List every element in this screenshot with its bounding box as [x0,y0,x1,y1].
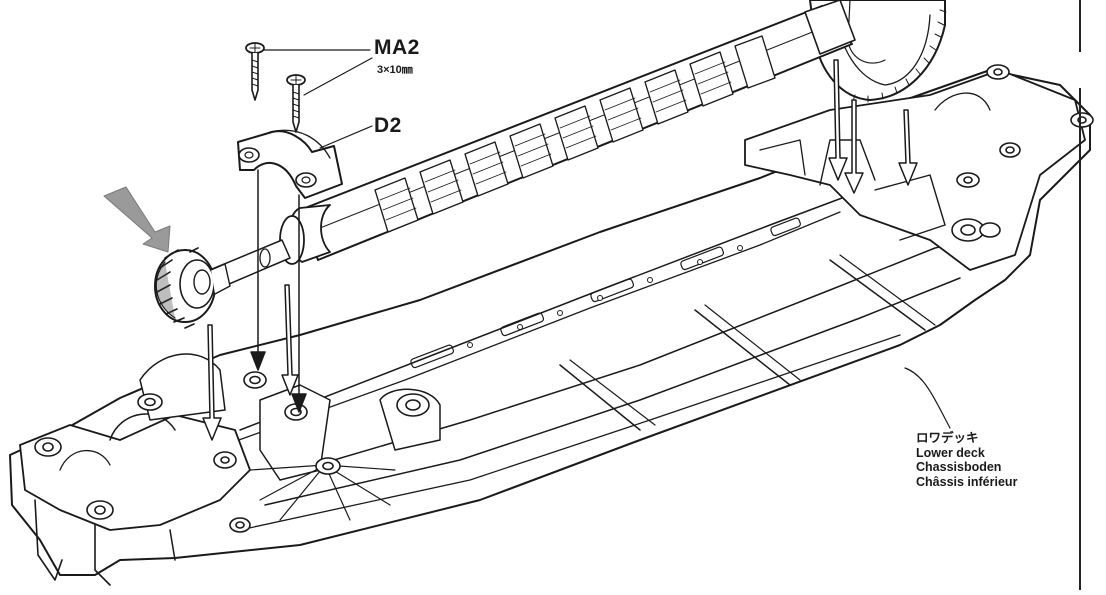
arrow-icon [202,324,222,441]
page-border-bottom [1079,88,1081,590]
screw-size-label: 3×10㎜ [377,64,413,76]
arrow-icon [291,194,307,413]
d2-holder [237,129,343,199]
arrow-icon [250,169,266,371]
part-code-label: D2 [374,114,402,137]
screw-code-label: MA2 [374,36,420,59]
hole-row [467,245,743,348]
shaft-segments [374,35,776,233]
lower-deck-label-en: Lower deck [916,445,985,460]
arrow-icon [844,99,864,194]
lower-deck-callout: ロワデッキ Lower deck Chassisboden Châssis in… [916,431,1017,489]
lower-deck-chassis [9,64,1094,586]
arrow-icon [828,59,848,181]
mounting-bosses [34,64,1094,533]
propeller-shaft [204,0,856,291]
page-border-top [1079,0,1081,52]
arrow-icon [281,284,299,396]
screw-icon [286,74,306,133]
lower-deck-label-ja: ロワデッキ [916,431,979,445]
leader-lines [263,49,951,429]
bevel-teeth [156,247,199,329]
pointer-arrow-icon [103,186,171,253]
lower-deck-label-fr: Châssis inférieur [916,474,1018,489]
arrow-icon [898,109,918,186]
screw-icon [245,42,265,101]
rail-slots [410,217,801,369]
lower-deck-label-de: Chassisboden [916,460,1002,474]
segment-hatching [379,61,732,221]
bevel-gear [154,247,231,329]
